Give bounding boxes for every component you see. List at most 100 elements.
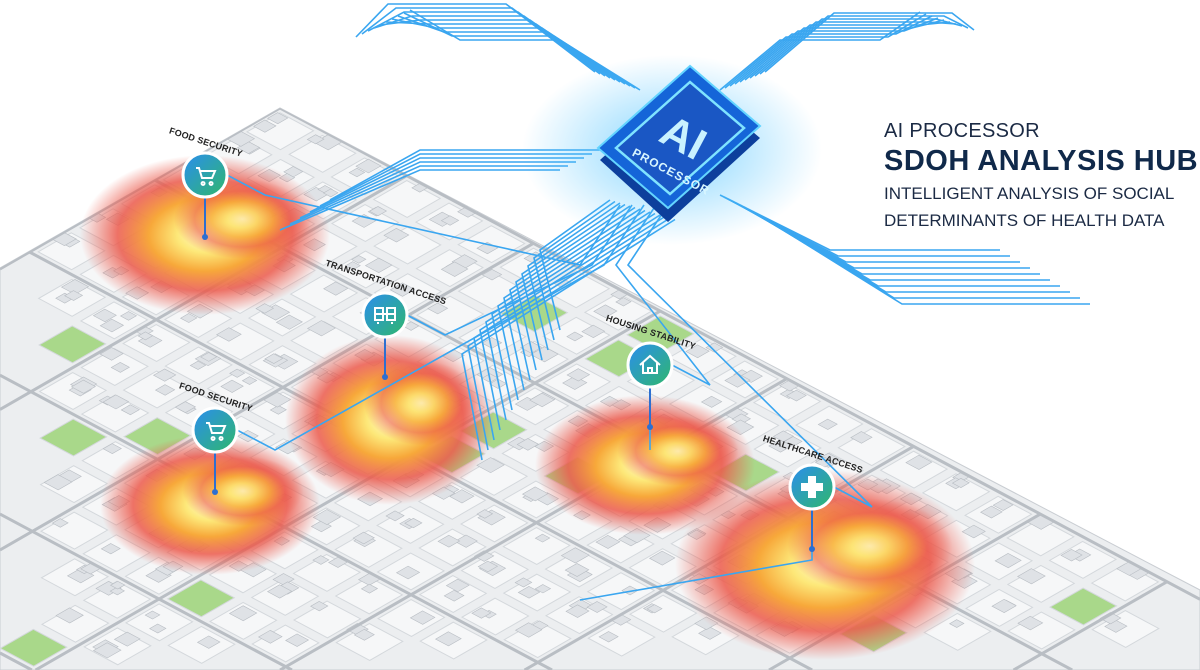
circuit-trace (289, 165, 568, 225)
pin-badge (191, 406, 239, 454)
building (783, 436, 803, 447)
building (113, 631, 141, 647)
circuit-trace (379, 19, 616, 81)
building (200, 352, 218, 362)
building (137, 331, 154, 341)
building (348, 167, 366, 178)
building (241, 376, 258, 385)
building (266, 112, 289, 125)
bus-icon (374, 307, 396, 324)
building (566, 368, 591, 382)
circuit-trace (759, 15, 969, 75)
pin-anchor (647, 424, 653, 430)
building (109, 580, 126, 590)
city-block (503, 620, 572, 659)
park (38, 325, 107, 364)
city-block (250, 577, 320, 616)
ai-processor-chip: AI PROCESSOR (522, 55, 822, 245)
circuit-trace (509, 206, 636, 381)
building (427, 302, 449, 315)
heatmap-hotspot (173, 179, 312, 259)
building (409, 610, 436, 625)
road (0, 651, 33, 670)
building (850, 431, 873, 444)
building (772, 430, 794, 443)
building (980, 505, 1003, 519)
building (615, 297, 632, 307)
city-block (587, 618, 656, 657)
building (560, 547, 590, 564)
shopping-cart-icon (196, 167, 217, 186)
city-block (752, 382, 822, 422)
building (951, 477, 970, 488)
building (264, 353, 284, 364)
building (364, 257, 393, 274)
building (566, 331, 584, 342)
heatmap-hotspot (182, 456, 304, 526)
city-block (879, 450, 949, 489)
building (92, 642, 122, 659)
city-block (80, 394, 150, 433)
building (322, 188, 339, 198)
building (310, 601, 329, 612)
building (1060, 549, 1083, 562)
building (102, 443, 122, 455)
building (119, 311, 138, 321)
building (529, 392, 555, 408)
building (109, 586, 125, 596)
building (534, 533, 551, 543)
building (586, 601, 608, 613)
building (344, 261, 361, 271)
building (404, 517, 423, 529)
road (1012, 580, 1168, 670)
building (514, 622, 543, 638)
building (51, 518, 69, 528)
city-block (124, 603, 194, 642)
heatmap-hotspot (617, 416, 739, 486)
building (55, 607, 84, 624)
building (275, 314, 303, 330)
pin-anchor (202, 234, 208, 240)
building (352, 531, 375, 545)
circuit-trace (749, 21, 957, 79)
building (154, 384, 176, 396)
building (534, 584, 552, 594)
building (1099, 612, 1122, 625)
building (598, 631, 619, 643)
building (700, 395, 723, 408)
building (137, 333, 163, 348)
circuit-trace (503, 208, 641, 391)
building (992, 499, 1014, 511)
circuit-trace (755, 212, 1090, 305)
building (120, 404, 141, 416)
pin-anchor (382, 374, 388, 380)
circuit-trace (361, 7, 601, 75)
building (565, 604, 590, 618)
building (179, 313, 198, 323)
park (0, 628, 68, 667)
building (445, 578, 470, 593)
building (564, 563, 590, 577)
building (43, 474, 73, 491)
park (166, 579, 236, 618)
building (440, 261, 469, 277)
building (435, 631, 462, 647)
city-block (167, 625, 236, 664)
building (189, 360, 207, 370)
city-block (1091, 610, 1160, 649)
building (948, 619, 965, 628)
city-block (292, 600, 362, 639)
building (581, 324, 606, 339)
building (174, 401, 197, 414)
building (285, 633, 310, 647)
building (991, 598, 1017, 614)
shopping-cart-icon (206, 422, 227, 441)
circuit-trace (279, 169, 560, 231)
subtitle-line-1: INTELLIGENT ANALYSIS OF SOCIAL (884, 184, 1175, 203)
building (477, 560, 499, 573)
building (99, 347, 124, 361)
building (368, 206, 388, 217)
building (196, 635, 221, 649)
building (385, 510, 405, 522)
building (383, 227, 410, 243)
